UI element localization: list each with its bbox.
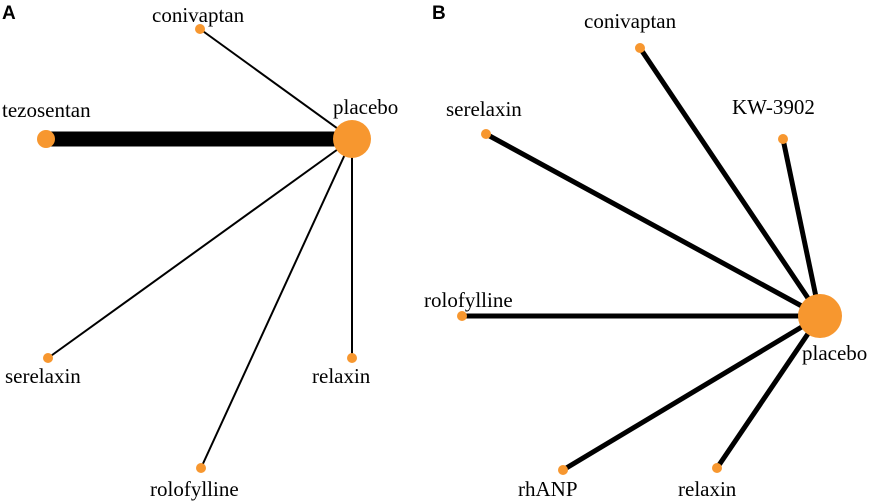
- label-serelaxin: serelaxin: [446, 97, 522, 121]
- node-rhanp: [558, 465, 568, 475]
- panel-b-letter: B: [432, 3, 446, 24]
- node-rolofylline: [457, 311, 467, 321]
- node-placebo: [798, 294, 842, 338]
- label-relaxin: relaxin: [312, 364, 371, 388]
- label-relaxin: relaxin: [678, 477, 737, 501]
- node-conivaptan: [195, 24, 205, 34]
- edge-placebo-rolofylline: [200, 138, 353, 469]
- label-placebo: placebo: [333, 95, 398, 119]
- node-serelaxin: [481, 129, 491, 139]
- node-conivaptan: [635, 43, 645, 53]
- edge-placebo-serelaxin: [47, 138, 353, 359]
- edge-placebo-rhanp: [561, 313, 822, 473]
- edge-placebo-kw3902: [780, 138, 823, 317]
- label-conivaptan: conivaptan: [584, 9, 677, 33]
- node-relaxin: [347, 353, 357, 363]
- label-conivaptan: conivaptan: [152, 3, 245, 27]
- panel-a-letter: A: [2, 3, 16, 24]
- edge-placebo-relaxin: [714, 314, 823, 470]
- panel-a: A conivaptan tezosentan placebo serelaxi…: [2, 3, 398, 501]
- label-rolofylline: rolofylline: [424, 288, 513, 312]
- panel-b: B conivaptan serelaxin KW-3902 rolofylli…: [424, 3, 867, 501]
- label-kw3902: KW-3902: [732, 95, 815, 119]
- node-tezosentan: [37, 130, 55, 148]
- edge-placebo-serelaxin: [484, 131, 822, 319]
- node-rolofylline: [196, 463, 206, 473]
- node-kw3902: [778, 134, 788, 144]
- node-serelaxin: [43, 353, 53, 363]
- label-tezosentan: tezosentan: [2, 98, 91, 122]
- edge-placebo-conivaptan: [199, 28, 353, 140]
- label-placebo: placebo: [802, 341, 867, 365]
- edge-placebo-conivaptan: [637, 46, 823, 318]
- label-serelaxin: serelaxin: [5, 364, 81, 388]
- node-relaxin: [712, 463, 722, 473]
- node-placebo: [333, 120, 371, 158]
- label-rolofylline: rolofylline: [150, 477, 239, 501]
- label-rhanp: rhANP: [518, 477, 578, 501]
